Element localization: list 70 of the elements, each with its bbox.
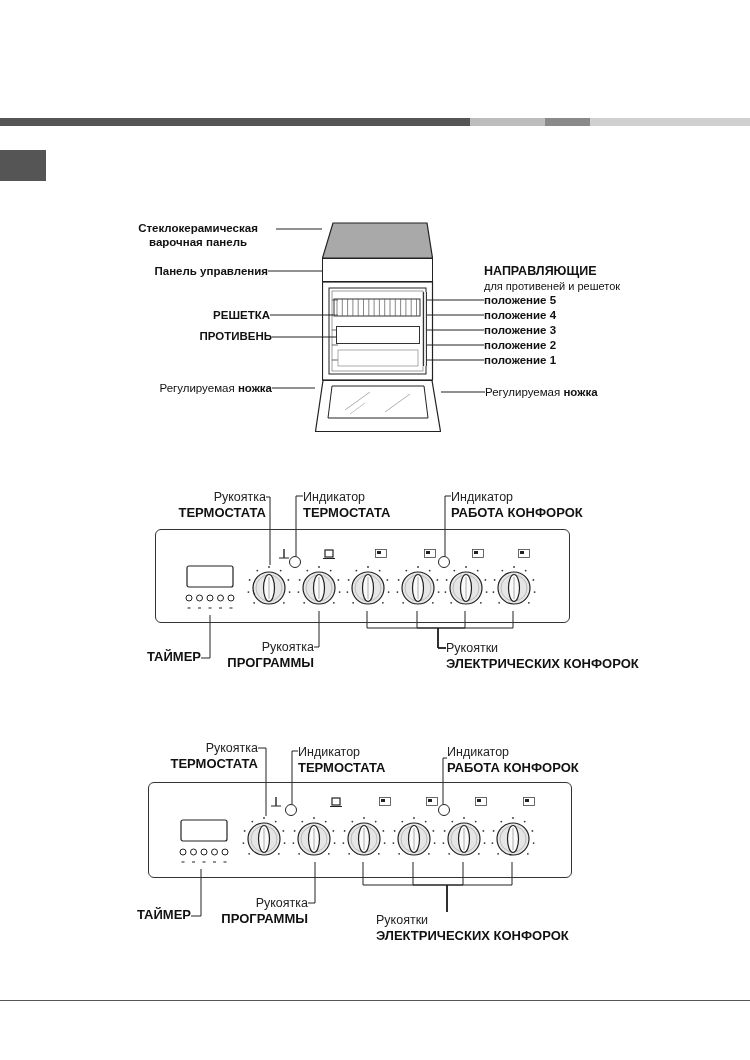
leader-line xyxy=(426,314,485,316)
callout-label: ТАЙМЕР xyxy=(137,908,192,922)
callout-label: Регулируемая ножка xyxy=(159,381,272,395)
callout-label: НАПРАВЛЯЮЩИЕ xyxy=(484,263,597,280)
callout-label: Регулируемая ножка xyxy=(485,385,598,399)
callout-label: ЭЛЕКТРИЧЕСКИХ КОНФОРОК xyxy=(446,656,639,672)
indicator-light xyxy=(285,804,297,816)
leader-line xyxy=(437,610,514,649)
leader-line xyxy=(446,861,513,913)
callout-label: Индикатор xyxy=(298,744,361,760)
callout-label: положение 4 xyxy=(484,308,557,322)
callout-label: ПРОТИВЕНЬ xyxy=(199,329,272,343)
control-panel xyxy=(155,529,570,623)
callout-label: ТЕРМОСТАТА xyxy=(170,756,258,772)
callout-label: ТЕРМОСТАТА xyxy=(178,505,266,521)
leader-line xyxy=(267,270,323,272)
leader-line xyxy=(265,496,271,566)
callout-label: положение 2 xyxy=(484,338,557,352)
callout-label: Стеклокерамическая варочная панель xyxy=(120,221,276,249)
control-panel xyxy=(148,782,572,878)
callout-label: Панель управления xyxy=(154,264,268,278)
glass-ceramic-hob xyxy=(322,222,433,258)
leader-line xyxy=(313,610,320,648)
callout-label: Рукоятка xyxy=(205,740,258,756)
callout-label: Индикатор xyxy=(447,744,510,760)
leader-line xyxy=(307,861,316,904)
callout-label: положение 1 xyxy=(484,353,557,367)
callout-label: Индикатор xyxy=(303,489,366,505)
callout-label: ЭЛЕКТРИЧЕСКИХ КОНФОРОК xyxy=(376,928,569,944)
callout-label: Рукоятка xyxy=(213,489,266,505)
callout-label: РАБОТА КОНФОРОК xyxy=(447,760,579,776)
indicator-light xyxy=(289,556,301,568)
callout-label: РАБОТА КОНФОРОК xyxy=(451,505,583,521)
callout-label: РЕШЕТКА xyxy=(213,308,270,322)
leader-line xyxy=(426,344,485,346)
leader-line xyxy=(426,329,485,331)
callout-label: ТАЙМЕР xyxy=(147,650,202,664)
side-rail xyxy=(423,292,427,366)
leader-line xyxy=(200,614,211,659)
leader-line xyxy=(271,336,337,338)
callout-label: Рукоятки xyxy=(376,912,429,928)
leader-line xyxy=(190,868,202,917)
leader-line xyxy=(440,391,486,393)
callout-label: Рукоятка xyxy=(255,895,308,911)
callout-label: ПРОГРАММЫ xyxy=(227,655,314,671)
callout-label: для противеней и решеток xyxy=(484,279,621,294)
control-panel-strip xyxy=(322,258,433,282)
callout-label: положение 5 xyxy=(484,293,557,307)
callout-label: Индикатор xyxy=(451,489,514,505)
indicator-light xyxy=(438,804,450,816)
indicator-light xyxy=(438,556,450,568)
callout-label: Рукоятки xyxy=(446,640,499,656)
leader-line xyxy=(295,495,304,557)
leader-line xyxy=(257,747,267,817)
leader-line xyxy=(444,495,452,557)
callout-label: ТЕРМОСТАТА xyxy=(303,505,391,521)
oven-door xyxy=(315,380,441,432)
leader-line xyxy=(426,299,485,301)
leader-line xyxy=(291,750,299,805)
leader-line xyxy=(271,387,316,389)
baking-tray xyxy=(336,326,420,344)
callout-label: ТЕРМОСТАТА xyxy=(298,760,386,776)
wire-rack xyxy=(333,296,421,318)
leader-line xyxy=(269,314,334,316)
leader-line xyxy=(275,228,323,230)
callout-label: Рукоятка xyxy=(261,639,314,655)
callout-label: ПРОГРАММЫ xyxy=(221,911,308,927)
leader-line xyxy=(426,359,485,361)
callout-label: положение 3 xyxy=(484,323,557,337)
leader-line xyxy=(442,757,448,805)
